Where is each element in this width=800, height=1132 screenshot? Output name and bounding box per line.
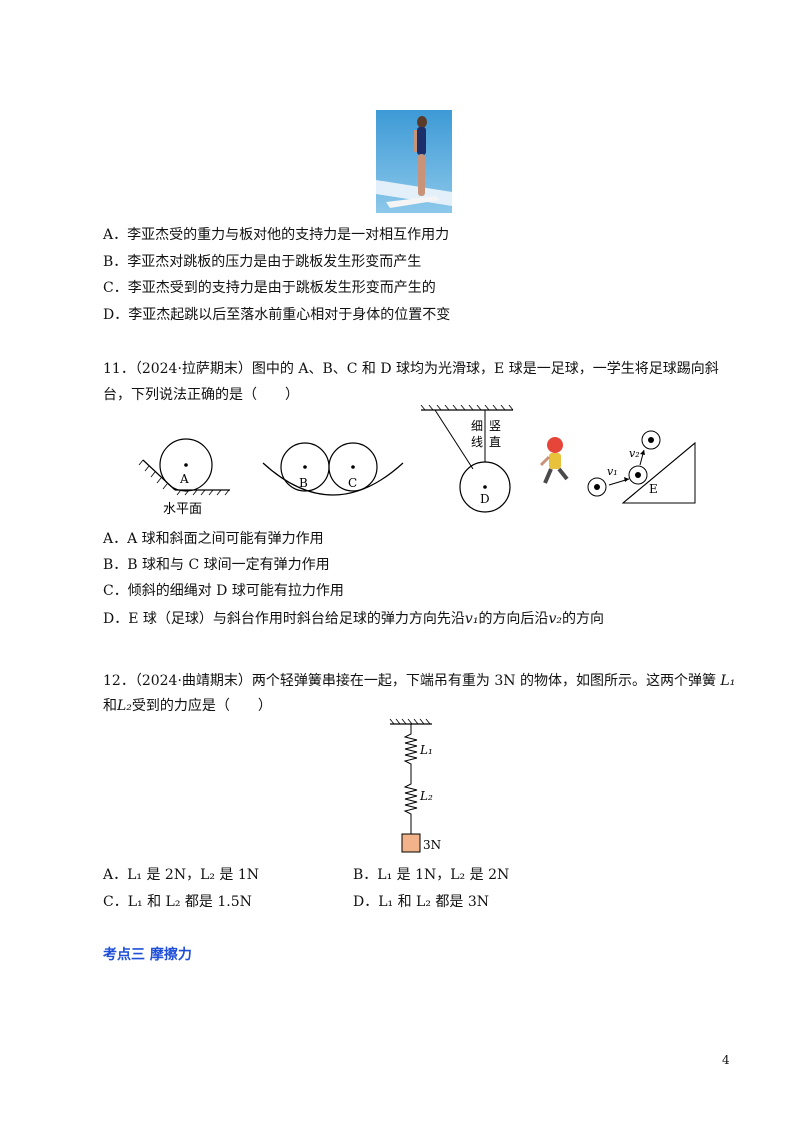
q12-option-c: C．L₁ 和 L₂ 都是 1.5N xyxy=(103,894,252,910)
q11-option-d-mid: 的方向后沿 xyxy=(478,611,549,627)
figure-a: A 水平面 xyxy=(138,438,230,517)
section-heading: 考点三 摩擦力 xyxy=(103,947,192,963)
rope-slanted-label-1: 细 xyxy=(471,419,483,433)
weight-label: 3N xyxy=(423,838,441,852)
spring-l2-label: L₂ xyxy=(419,789,433,803)
figure-bc: B C xyxy=(262,442,404,496)
q12-stem-l2: L₂ xyxy=(117,698,132,714)
q11-stem-line2: 台，下列说法正确的是（ ） xyxy=(103,387,299,403)
ball-a-label: A xyxy=(179,472,189,486)
diver-photo xyxy=(376,110,452,213)
ball-d-label: D xyxy=(480,492,490,506)
ball-e-label: E xyxy=(649,482,658,496)
q10-option-d: D．李亚杰起跳以后至落水前重心相对于身体的位置不变 xyxy=(103,307,451,323)
q12-stem-l1: L₁ xyxy=(720,673,736,689)
q11-option-a: A．A 球和斜面之间可能有弹力作用 xyxy=(103,531,324,547)
q12-spring-figure: L₁ L₂ 3N xyxy=(389,718,441,853)
q12-stem-line2-pre: 和 xyxy=(103,698,117,714)
q12-stem-line1-text: 12．（2024·曲靖期末）两个轻弹簧串接在一起，下端吊有重为 3N 的物体，如… xyxy=(103,673,716,689)
q12-option-b: B．L₁ 是 1N，L₂ 是 2N xyxy=(353,867,510,883)
ground-label: 水平面 xyxy=(163,502,202,517)
rope-vertical-label-2: 直 xyxy=(489,435,501,449)
q12-option-a: A．L₁ 是 2N，L₂ 是 1N xyxy=(103,867,260,883)
spring-l1-label: L₁ xyxy=(419,743,433,757)
q12-stem-line2-post: 受到的力应是（ ） xyxy=(131,698,272,714)
rope-slanted-label-2: 线 xyxy=(471,435,483,449)
v1-label: v₁ xyxy=(607,465,618,478)
v2-label: v₂ xyxy=(629,447,640,460)
q11-option-d-v2: v₂ xyxy=(548,611,562,627)
q11-option-d-pre: D．E 球（足球）与斜台作用时斜台给足球的弹力方向先沿 xyxy=(103,611,465,627)
q11-option-d-post: 的方向 xyxy=(561,611,604,627)
q10-option-a: A．李亚杰受的重力与板对他的支持力是一对相互作用力 xyxy=(103,227,450,243)
page-number: 4 xyxy=(722,1053,730,1067)
rope-vertical-label-1: 竖 xyxy=(489,419,501,433)
ball-b-label: B xyxy=(299,476,308,490)
q11-figure: A 水平面 B C D 细 线 竖 直 xyxy=(138,405,696,517)
q12-stem-line2: 和L₂受到的力应是（ ） xyxy=(103,695,272,715)
q11-stem-line1: 11．（2024·拉萨期末）图中的 A、B、C 和 D 球均为光滑球，E 球是一… xyxy=(103,361,719,377)
q11-option-b: B．B 球和与 C 球间一定有弹力作用 xyxy=(103,557,330,573)
ball-c-label: C xyxy=(348,476,357,490)
q11-option-d: D．E 球（足球）与斜台作用时斜台给足球的弹力方向先沿v₁的方向后沿v₂的方向 xyxy=(103,608,604,628)
q11-option-d-v1: v₁ xyxy=(464,611,479,627)
q12-stem-line1: 12．（2024·曲靖期末）两个轻弹簧串接在一起，下端吊有重为 3N 的物体，如… xyxy=(103,670,735,690)
figure-d: D 细 线 竖 直 xyxy=(420,405,514,513)
q10-option-c: C．李亚杰受到的支持力是由于跳板发生形变而产生的 xyxy=(103,280,436,296)
q12-option-d: D．L₁ 和 L₂ 都是 3N xyxy=(353,894,490,910)
q11-option-c: C．倾斜的细绳对 D 球可能有拉力作用 xyxy=(103,583,344,599)
figure-e: v₁ v₂ E xyxy=(539,430,696,504)
q10-option-b: B．李亚杰对跳板的压力是由于跳板发生形变而产生 xyxy=(103,254,422,270)
